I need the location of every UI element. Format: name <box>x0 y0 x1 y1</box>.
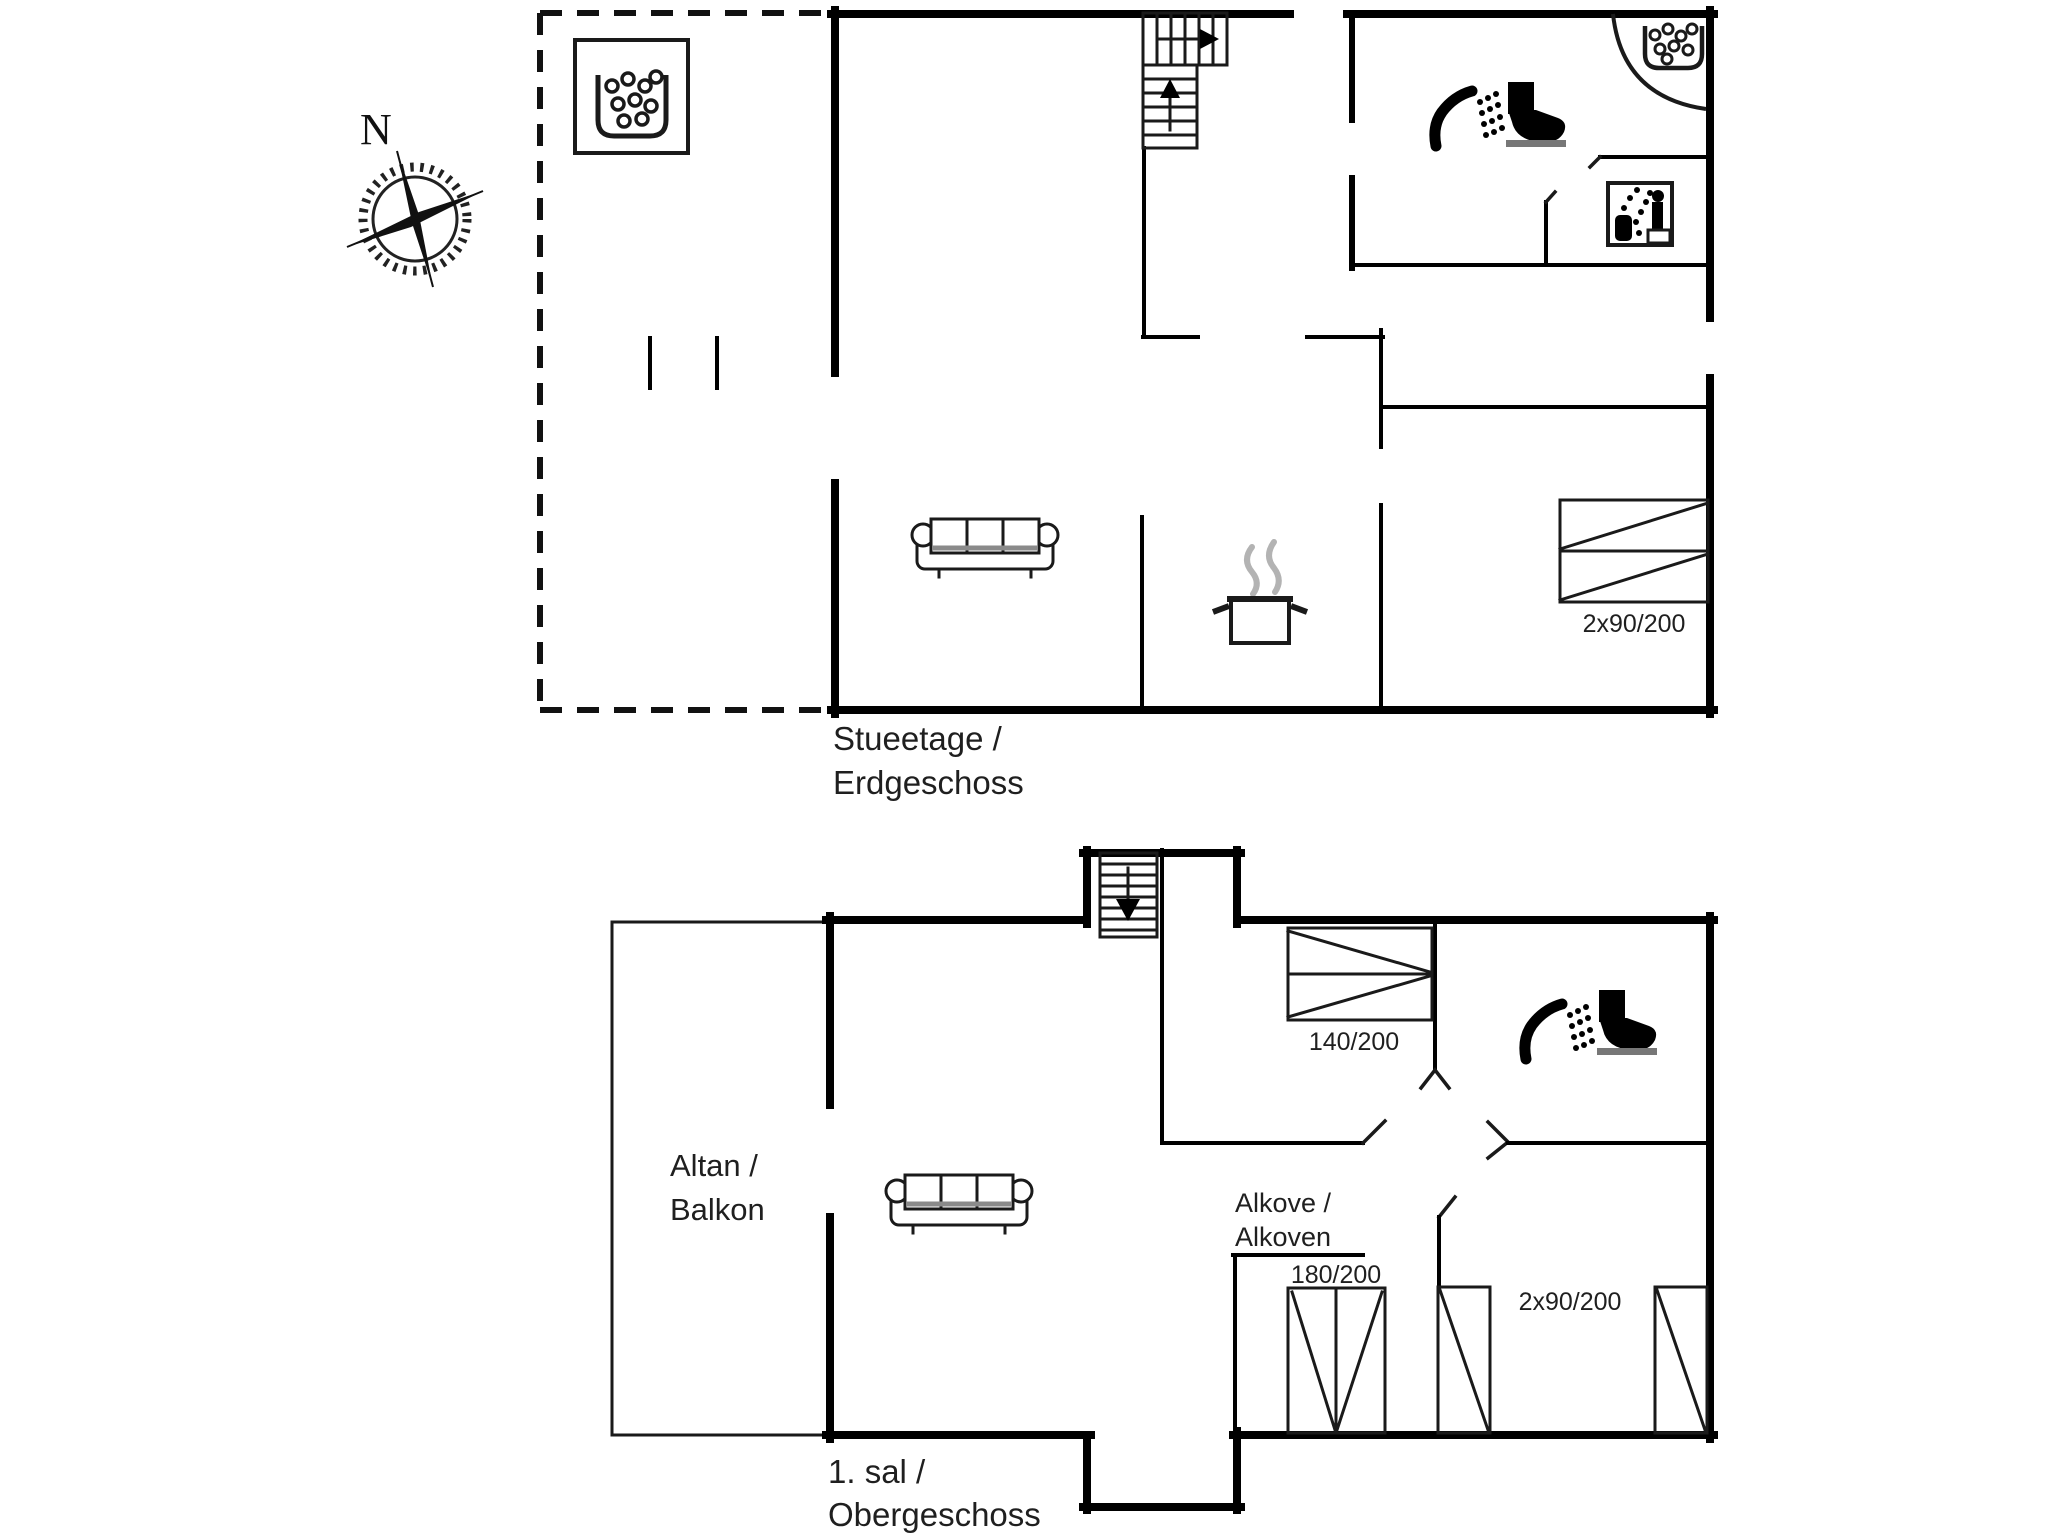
bed-size-label: 2x90/200 <box>1519 1288 1622 1316</box>
bed-size-label: 180/200 <box>1291 1261 1381 1289</box>
shower-icon <box>1525 1004 1595 1059</box>
balcony-label-line2: Balkon <box>670 1192 765 1227</box>
staircase-up-icon <box>1141 11 1229 150</box>
compass-rose: N <box>346 105 484 288</box>
beds-2x90-upper <box>1436 1285 1709 1435</box>
ground-floor-interior-walls <box>1140 11 1712 712</box>
upper-floor-interior-walls <box>1160 848 1712 1435</box>
cooking-pot-icon <box>1211 539 1309 645</box>
balcony-label-line1: Altan / <box>670 1148 758 1183</box>
toilet-icon <box>1506 82 1566 147</box>
balcony-label: Altan / Balkon <box>670 1148 765 1227</box>
sauna-icon <box>1606 181 1674 247</box>
upper-floor-plan: 140/200 180/200 2x90/200 Altan / Balkon <box>610 846 1718 1533</box>
corner-bathtub-icon <box>1611 13 1707 111</box>
sofa-icon <box>886 1175 1032 1233</box>
ground-floor-title: Stueetage / Erdgeschoss <box>833 720 1024 801</box>
staircase-down-icon <box>1098 851 1159 939</box>
upper-floor-outer-walls <box>822 846 1718 1514</box>
terrace-outline <box>537 10 831 713</box>
balcony-outline <box>610 920 832 1437</box>
hot-tub-icon <box>573 38 690 155</box>
floor-title-line1: 1. sal / <box>828 1453 926 1490</box>
toilet-icon <box>1597 990 1657 1055</box>
ground-floor-plan: 2x90/200 Stueetage / Erdgeschoss <box>537 6 1718 801</box>
alcove-label-line1: Alkove / <box>1235 1188 1332 1218</box>
bed-2x90-ground <box>1558 498 1710 604</box>
floor-title-line1: Stueetage / <box>833 720 1003 757</box>
bed-180-alcove <box>1286 1286 1387 1435</box>
bed-size-label: 140/200 <box>1309 1028 1399 1056</box>
floor-title-line2: Obergeschoss <box>828 1496 1041 1533</box>
upper-floor-title: 1. sal / Obergeschoss <box>828 1453 1041 1533</box>
floor-title-line2: Erdgeschoss <box>833 764 1024 801</box>
alcove-label: Alkove / Alkoven <box>1235 1188 1332 1252</box>
shower-icon <box>1435 91 1505 146</box>
compass-north-label: N <box>360 105 392 154</box>
alcove-label-line2: Alkoven <box>1235 1222 1331 1252</box>
bed-size-label: 2x90/200 <box>1583 610 1686 638</box>
sofa-icon <box>912 519 1058 577</box>
bed-140 <box>1286 926 1434 1022</box>
